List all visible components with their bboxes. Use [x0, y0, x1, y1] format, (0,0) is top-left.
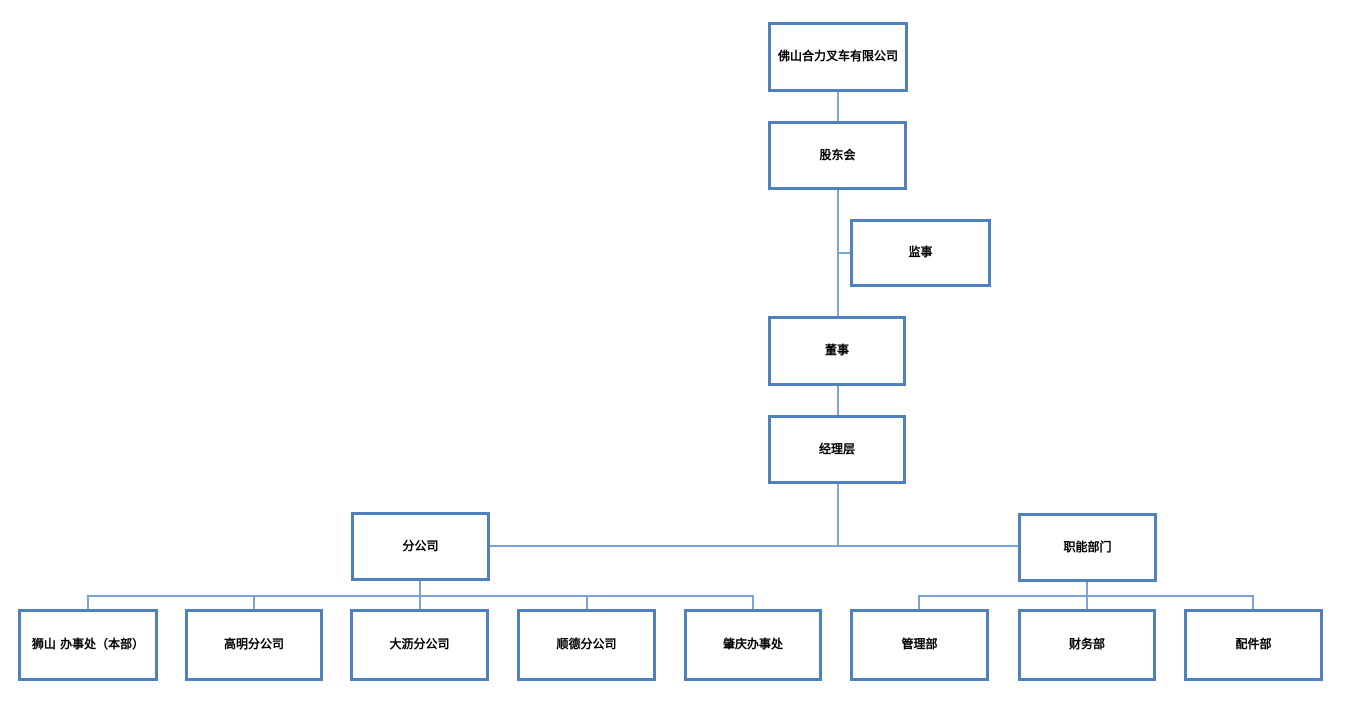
node-functional: 职能部门 — [1018, 513, 1157, 582]
connector-trunk-supervisor — [837, 252, 850, 254]
node-supervisor: 监事 — [850, 219, 991, 287]
node-shunde-branch: 顺德分公司 — [517, 609, 656, 681]
connector-drop-gaoming — [253, 595, 255, 609]
connector-company-shareholders — [837, 92, 839, 122]
connector-drop-caiwubu — [1086, 595, 1088, 609]
node-parts-dept: 配件部 — [1184, 609, 1323, 681]
node-finance-dept-label: 财务部 — [1068, 637, 1105, 652]
node-parts-dept-label: 配件部 — [1235, 637, 1272, 652]
node-functional-label: 职能部门 — [1063, 539, 1112, 554]
node-zhaoqing-office-label: 肇庆办事处 — [722, 637, 783, 652]
node-director-label: 董事 — [824, 343, 849, 358]
connector-director-management — [837, 386, 839, 415]
connector-drop-peijianbu — [1252, 595, 1254, 609]
node-gaoming-branch: 高明分公司 — [185, 609, 323, 681]
node-management-label: 经理层 — [818, 441, 855, 456]
connector-branches-bus — [419, 581, 421, 596]
connector-branches-functional-midline — [490, 545, 1018, 547]
connector-drop-shishan — [87, 595, 89, 609]
node-management-dept-label: 管理部 — [901, 637, 938, 652]
connector-drop-shunde — [586, 595, 588, 609]
node-company: 佛山合力叉车有限公司 — [768, 22, 908, 92]
node-dali-branch-label: 大沥分公司 — [389, 637, 450, 652]
connector-drop-guanlibu — [918, 595, 920, 609]
connector-drop-dali — [419, 595, 421, 609]
node-finance-dept: 财务部 — [1018, 609, 1156, 681]
node-shunde-branch-label: 顺德分公司 — [556, 637, 617, 652]
node-shishan-office-label: 狮山 办事处（本部） — [31, 637, 145, 652]
node-supervisor-label: 监事 — [908, 245, 933, 260]
connector-drop-zhaoqing — [752, 595, 754, 609]
node-zhaoqing-office: 肇庆办事处 — [684, 609, 822, 681]
node-gaoming-branch-label: 高明分公司 — [223, 637, 284, 652]
node-director: 董事 — [768, 316, 906, 386]
node-company-label: 佛山合力叉车有限公司 — [777, 49, 898, 64]
connector-management-midline — [837, 484, 839, 546]
node-branches-label: 分公司 — [402, 538, 439, 553]
connector-functional-bus — [1086, 582, 1088, 596]
node-management: 经理层 — [768, 415, 906, 484]
node-shishan-office: 狮山 办事处（本部） — [18, 609, 158, 681]
node-dali-branch: 大沥分公司 — [350, 609, 489, 681]
node-branches: 分公司 — [351, 512, 490, 581]
node-management-dept: 管理部 — [850, 609, 989, 681]
node-shareholders: 股东会 — [768, 121, 907, 190]
node-shareholders-label: 股东会 — [819, 147, 856, 162]
